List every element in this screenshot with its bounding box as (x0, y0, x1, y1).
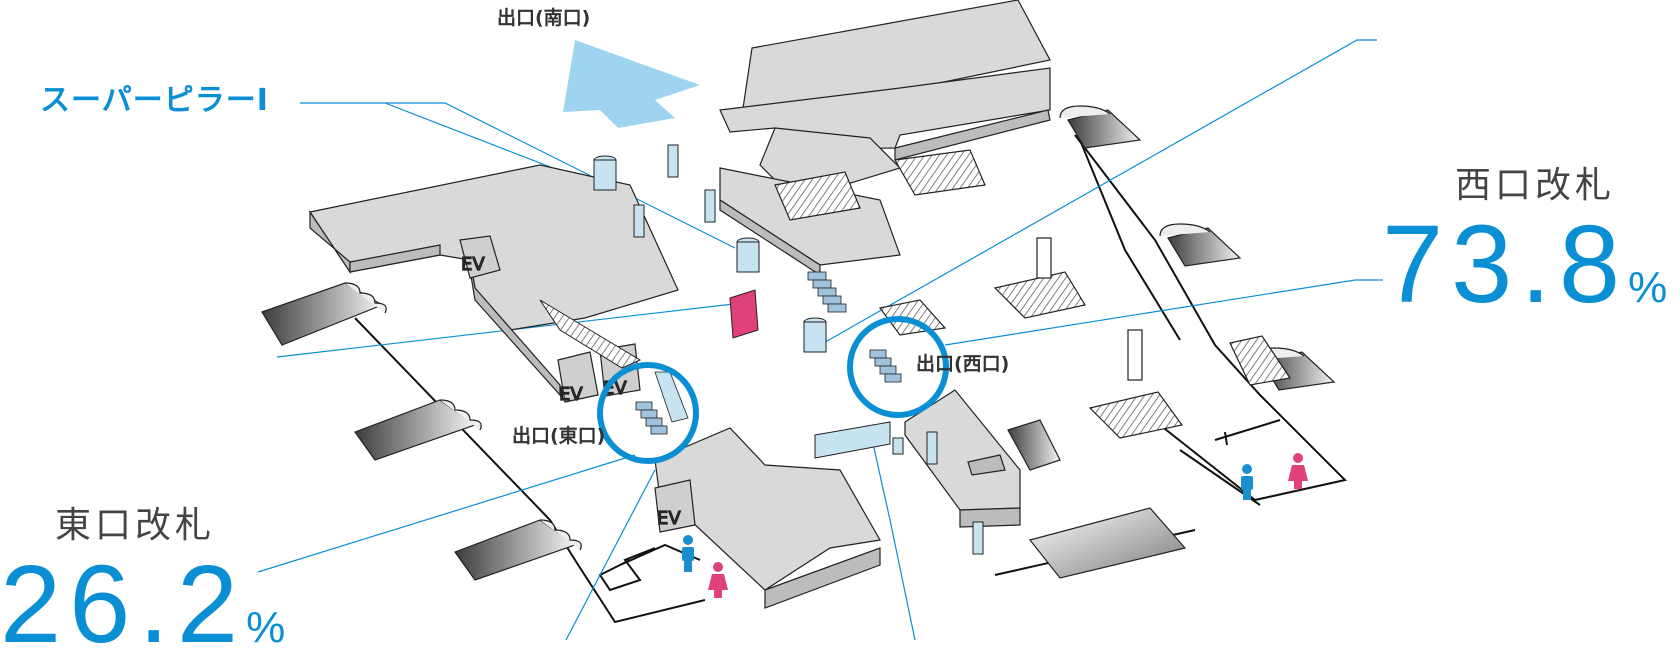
exit-west-label: 出口(西口) (916, 353, 1010, 375)
ev-label: EV (559, 384, 583, 405)
west-gate-percentage: 73.8% (1382, 210, 1667, 320)
male-icon (682, 535, 694, 572)
upper-floor-slab (719, 0, 1051, 277)
east-gate-percentage: 26.2% (0, 550, 285, 660)
west-gate-value: 73.8 (1382, 203, 1629, 326)
restroom-icons (682, 453, 1308, 598)
escalator-icon-right (1007, 105, 1336, 579)
male-icon (1241, 464, 1253, 500)
ev-label: EV (461, 254, 485, 275)
exit-south-label: 出口(南口) (497, 7, 591, 29)
pillars (593, 144, 984, 555)
female-icon (1288, 453, 1308, 489)
escalator-icon (261, 282, 582, 581)
west-gate-highlight (847, 316, 949, 418)
east-gate-highlight (597, 362, 699, 464)
super-pillar-label: スーパーピラーⅠ (40, 83, 269, 118)
west-gate-name: 西口改札 (1455, 165, 1616, 206)
exit-east-label: 出口(東口) (512, 425, 606, 447)
west-gate-unit: % (1628, 263, 1668, 312)
station-map: EV EV EV EV (257, 0, 1383, 641)
gate-stairs (635, 271, 902, 435)
female-icon (708, 562, 728, 598)
concourse-outline (354, 134, 1347, 624)
ramp (539, 299, 642, 369)
stairs-icon (774, 149, 1292, 439)
east-gate-name: 東口改札 (55, 505, 216, 546)
east-gate-value: 26.2 (0, 543, 247, 666)
ev-label: EV (657, 508, 681, 529)
corridor-blue (814, 421, 891, 459)
arrow-icon (563, 40, 700, 128)
east-gate-unit: % (246, 603, 286, 652)
elevators: EV EV EV EV (459, 235, 696, 533)
